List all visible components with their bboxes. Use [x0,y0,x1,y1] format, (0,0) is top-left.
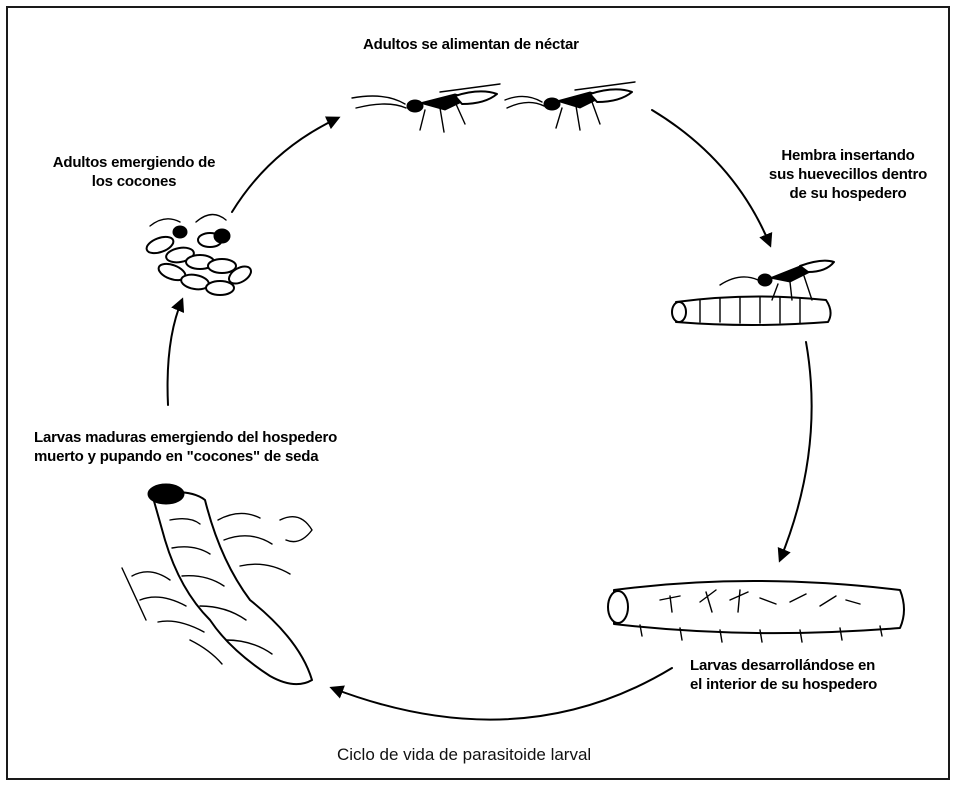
figure-frame [6,6,950,780]
stage-label-line: los cocones [91,173,177,190]
arrow-cocoons-to-adults [231,116,341,213]
arrow-larvae-to-emerging [329,667,673,721]
feeding-wasp-icon [351,83,501,133]
infested-caterpillar-icon [607,580,905,643]
arrow-adults-to-female [651,109,773,248]
dead-host-with-cocoons-icon [121,483,313,686]
stage-label-line: Hembra insertando [781,147,915,164]
stage-label-female-inserting: Hembra insertando sus huevecillos dentro… [758,146,938,203]
figure-caption: Ciclo de vida de parasitoide larval [337,745,592,764]
stage-label-adults-emerging: Adultos emergiendo de los cocones [34,153,234,191]
ovipositing-wasp-icon [719,259,835,301]
stage-label-line: Adultos emergiendo de [52,154,216,171]
stage-label-line: de su hospedero [789,185,907,202]
feeding-wasp-icon [504,81,636,131]
cocoon-cluster-icon [145,213,252,296]
arrow-emerging-to-cocoons [166,297,185,406]
stage-label-larvae-developing: Larvas desarrollándose en el interior de… [690,656,877,694]
stage-label-adults-feeding: Adultos se alimentan de néctar [363,36,579,53]
arrow-female-to-larvae [777,341,813,563]
stage-label-line: muerto y pupando en "cocones" de seda [34,448,319,465]
stage-label-line: Larvas maduras emergiendo del hospedero [34,429,338,446]
host-caterpillar-icon [671,295,832,326]
stage-label-line: el interior de su hospedero [690,676,878,693]
stage-label-line: Larvas desarrollándose en [690,657,876,674]
stage-label-line: sus huevecillos dentro [768,166,928,183]
stage-label-larvae-emerging: Larvas maduras emergiendo del hospedero … [34,428,337,466]
